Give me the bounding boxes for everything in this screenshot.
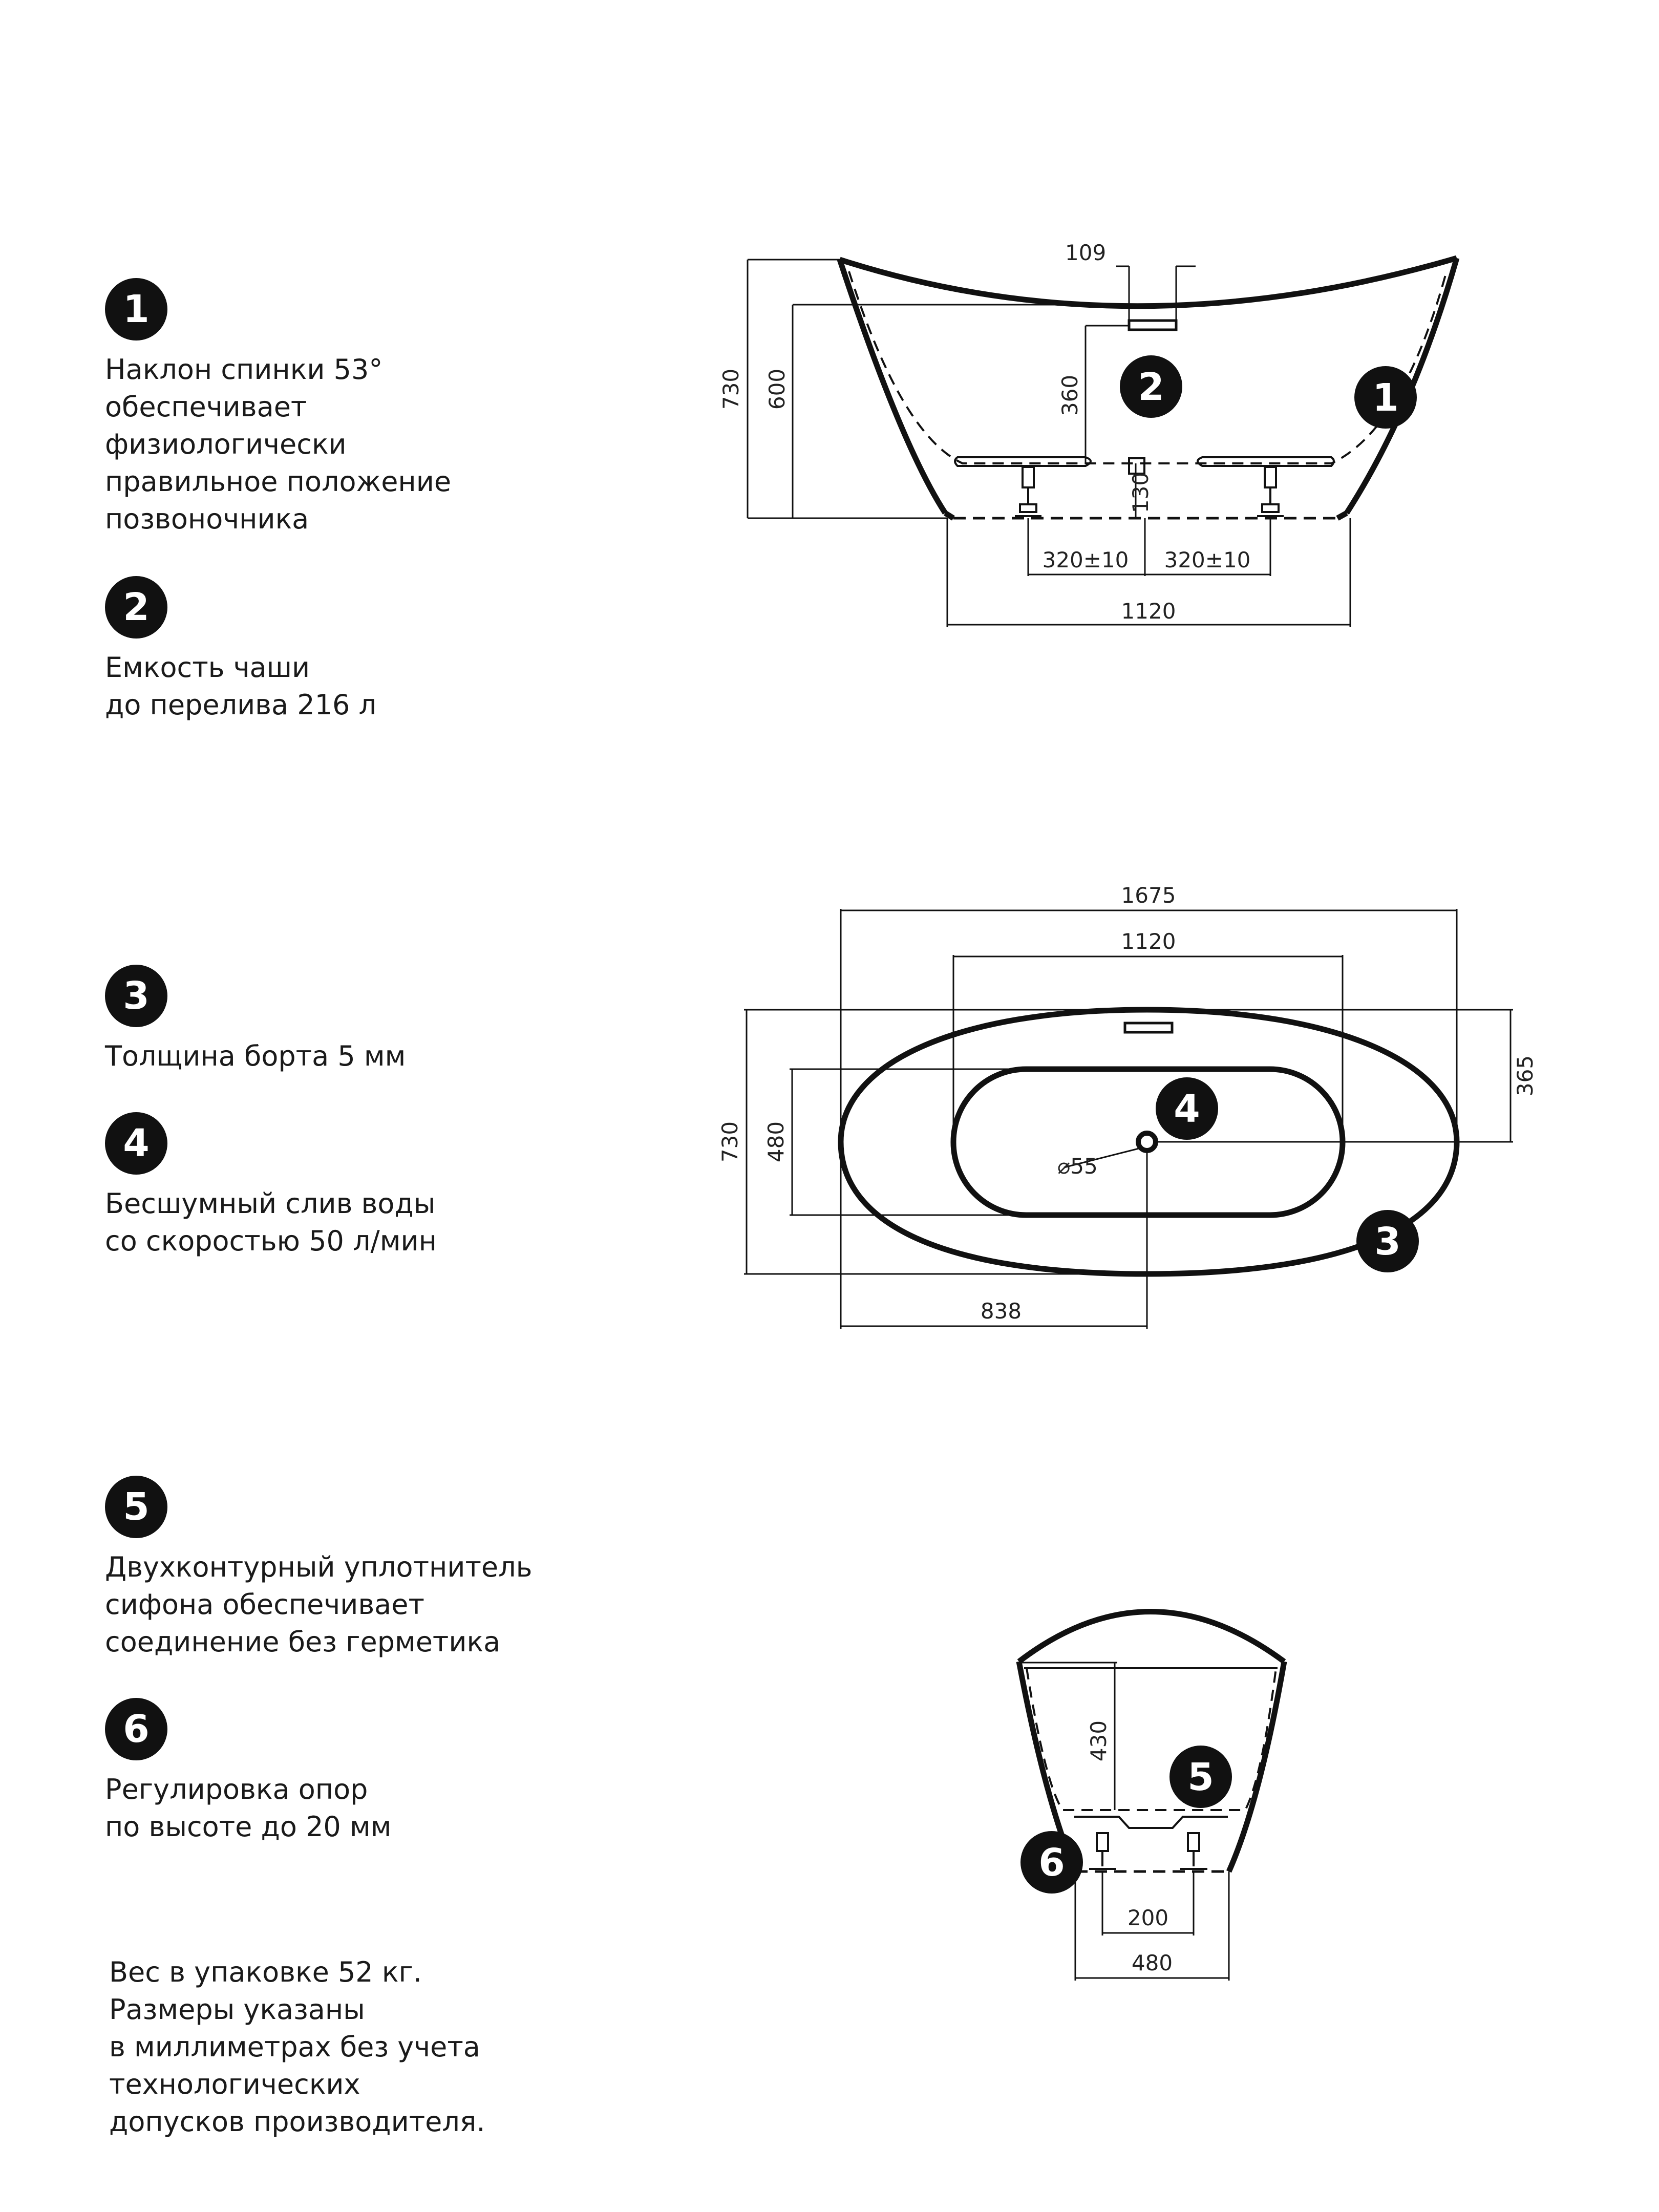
dim-320-right: 320±10 <box>1164 547 1251 572</box>
dim-600-height: 600 <box>764 369 790 410</box>
marker-5-label: 5 <box>1187 1755 1214 1799</box>
dim-320-left: 320±10 <box>1043 547 1129 572</box>
dim-838: 838 <box>981 1299 1022 1324</box>
top-drain <box>1136 1131 1158 1153</box>
marker-5-badge <box>1169 1746 1232 1808</box>
feature-4: 4 Бесшумный слив воды со скоростью 50 л/… <box>105 1112 566 1260</box>
end-foot-left <box>1089 1832 1116 1870</box>
end-view-labels: 430 200 480 5 6 <box>1020 1720 1232 1975</box>
dim-1120-inner: 1120 <box>1121 929 1176 954</box>
feature-6: 6 Регулировка опор по высоте до 20 мм <box>105 1698 566 1845</box>
dim-130: 130 <box>1128 472 1153 513</box>
side-foot-left <box>1015 466 1041 517</box>
marker-1-label: 1 <box>1372 376 1399 420</box>
feature-3: 3 Толщина борта 5 мм <box>105 965 566 1075</box>
top-view-labels: 1675 1120 365 730 480 838 ⌀55 4 3 <box>717 883 1538 1324</box>
marker-6-badge <box>1020 1831 1083 1894</box>
dim-365: 365 <box>1513 1055 1538 1096</box>
marker-6-label: 6 <box>1038 1841 1065 1885</box>
top-view <box>744 909 1513 1329</box>
feature-description: Бесшумный слив воды со скоростью 50 л/ми… <box>105 1187 437 1257</box>
marker-4-badge <box>1156 1077 1218 1140</box>
end-view <box>1016 1609 1287 1981</box>
dim-1120-base: 1120 <box>1121 599 1176 624</box>
marker-4-label: 4 <box>1174 1087 1200 1131</box>
side-inner-bowl <box>848 271 1448 464</box>
dim-730-width: 730 <box>717 1121 742 1162</box>
dim-200: 200 <box>1128 1905 1168 1930</box>
feature-description: Наклон спинки 53° обеспечивает физиологи… <box>105 353 452 535</box>
dim-730-height: 730 <box>718 369 743 410</box>
side-rim <box>839 255 1458 309</box>
feature-number-badge: 2 <box>105 576 167 639</box>
end-right-wall <box>1226 1661 1287 1873</box>
feature-number-badge: 6 <box>105 1698 167 1760</box>
feature-number-badge: 3 <box>105 965 167 1027</box>
dim-109: 109 <box>1065 240 1106 265</box>
feature-description: Толщина борта 5 мм <box>105 1040 406 1072</box>
marker-3-label: 3 <box>1374 1220 1401 1264</box>
dim-drain-diameter: ⌀55 <box>1057 1154 1098 1179</box>
marker-3-badge <box>1356 1210 1419 1272</box>
feature-description: Двухконтурный уплотнитель сифона обеспеч… <box>105 1551 533 1658</box>
dim-480-width: 480 <box>763 1121 789 1162</box>
marker-2-label: 2 <box>1138 365 1164 409</box>
end-foot-right <box>1180 1832 1207 1870</box>
feature-description: Емкость чаши до перелива 216 л <box>105 651 377 721</box>
side-foot-right <box>1257 466 1284 517</box>
feature-description: Регулировка опор по высоте до 20 мм <box>105 1773 392 1843</box>
marker-1-badge <box>1354 366 1417 429</box>
feature-number-badge: 4 <box>105 1112 167 1175</box>
marker-2-badge <box>1120 355 1182 418</box>
dim-430: 430 <box>1086 1720 1111 1761</box>
side-view-labels: 109 730 600 360 130 320±10 320±10 1120 2… <box>718 240 1417 624</box>
dim-480-end: 480 <box>1132 1950 1173 1975</box>
end-inner-bowl <box>1026 1668 1277 1811</box>
feature-5: 5 Двухконтурный уплотнитель сифона обесп… <box>105 1476 566 1661</box>
footnote: Вес в упаковке 52 кг. Размеры указаны в … <box>109 1956 485 2138</box>
dim-1675-length: 1675 <box>1121 883 1176 908</box>
feature-number-badge: 5 <box>105 1476 167 1538</box>
feature-2: 2 Емкость чаши до перелива 216 л <box>105 576 566 724</box>
feature-number-badge: 1 <box>105 278 167 341</box>
top-overflow <box>1123 1022 1174 1034</box>
side-left-wall <box>837 259 948 515</box>
feature-1: 1 Наклон спинки 53° обеспечивает физиоло… <box>105 278 566 538</box>
end-rim <box>1017 1609 1286 1664</box>
dim-360-depth: 360 <box>1057 375 1082 416</box>
